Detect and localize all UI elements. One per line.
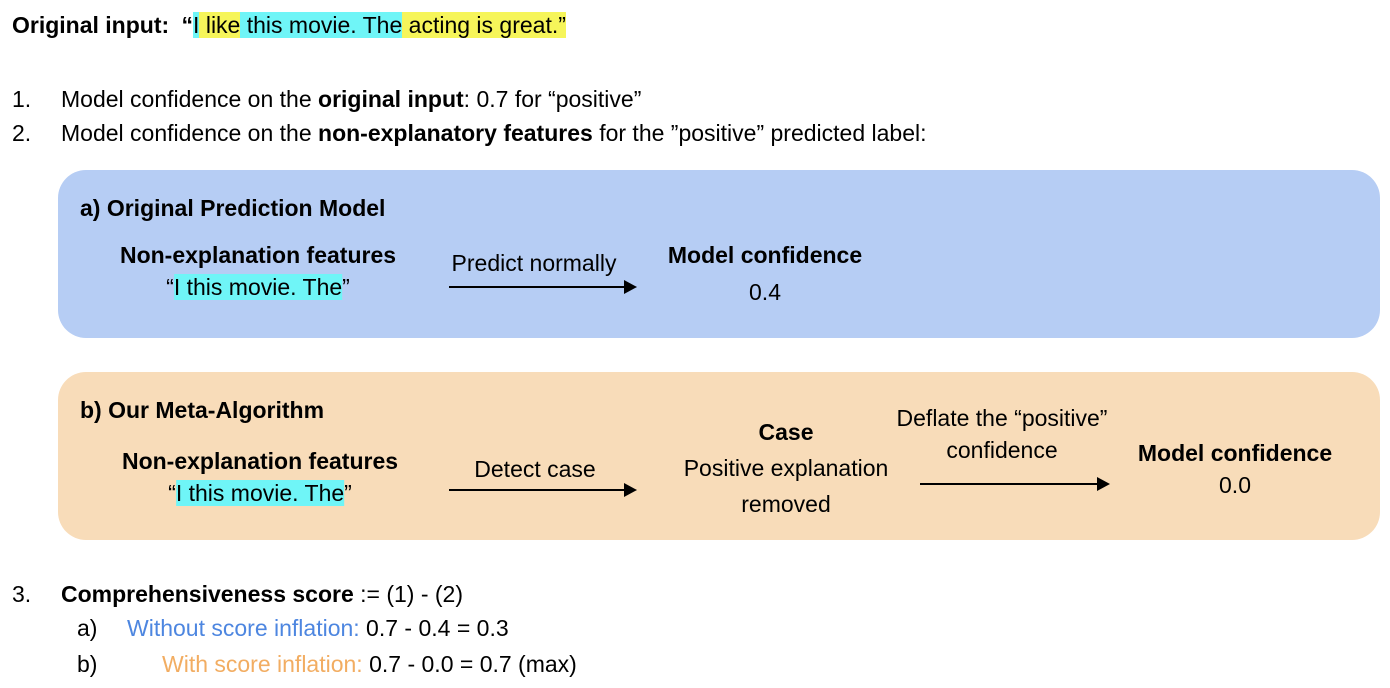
step-1-post: : 0.7 for “positive” xyxy=(463,86,642,112)
panel-b-title: b) Our Meta-Algorithm xyxy=(80,397,325,423)
step-2-text: Model confidence on the non-explanatory … xyxy=(61,120,926,147)
panel-a-features-text: “I this movie. The” xyxy=(166,274,350,301)
panel-a-arrow-label: Predict normally xyxy=(451,250,617,276)
panel-b-features-highlight: I this movie. The xyxy=(175,480,345,506)
panel-b-case-title: Case xyxy=(758,419,814,445)
step-2-bold: non-explanatory features xyxy=(318,120,593,146)
sub-a-text: Without score inflation: 0.7 - 0.4 = 0.3 xyxy=(127,615,509,642)
without-inflation-label: Without score inflation: xyxy=(127,615,360,641)
input-segment-1: I xyxy=(193,12,200,38)
step-3-post: := (1) - (2) xyxy=(353,581,464,607)
step-3-text: Comprehensiveness score := (1) - (2) xyxy=(61,581,463,608)
input-segment-2: like xyxy=(199,12,241,38)
panel-a-open-quote: “ xyxy=(166,274,174,300)
panel-a-confidence-title: Model confidence xyxy=(667,242,863,268)
meta-algorithm-panel xyxy=(58,372,1380,540)
open-quote: “ xyxy=(181,12,194,38)
step-3-bold: Comprehensiveness score xyxy=(61,581,354,607)
sub-b-label: b) xyxy=(77,651,98,677)
panel-b-confidence-value: 0.0 xyxy=(1219,472,1251,498)
with-inflation-value: 0.7 - 0.0 = 0.7 (max) xyxy=(362,651,577,677)
sub-a-label: a) xyxy=(77,615,98,641)
panel-b-close-quote: ” xyxy=(344,480,352,506)
original-prediction-model-panel xyxy=(58,170,1380,338)
panel-b-open-quote: “ xyxy=(168,480,176,506)
panel-b-case-line-2: removed xyxy=(741,491,831,517)
panel-b-arrow-1-label: Detect case xyxy=(474,456,596,482)
panel-a-arrow xyxy=(449,280,637,294)
panel-b-arrow-2 xyxy=(920,477,1110,491)
panel-a-confidence-value: 0.4 xyxy=(749,279,781,305)
panel-b-features-title: Non-explanation features xyxy=(121,448,399,474)
panel-b-case-line-1: Positive explanation xyxy=(683,455,889,481)
step-3-number: 3. xyxy=(12,581,32,607)
panel-a-features-highlight: I this movie. The xyxy=(173,274,343,300)
step-2-post: for the ”positive” predicted label: xyxy=(592,120,927,146)
panel-b-arrow-2-label-line-2: confidence xyxy=(946,437,1058,463)
panel-a-title: a) Original Prediction Model xyxy=(80,195,386,221)
with-inflation-label: With score inflation: xyxy=(162,651,363,677)
panel-a-close-quote: ” xyxy=(342,274,350,300)
sub-b-text: With score inflation: 0.7 - 0.0 = 0.7 (m… xyxy=(162,651,577,678)
panel-a-features-title: Non-explanation features xyxy=(119,242,397,268)
input-segment-3: this movie. The xyxy=(240,12,403,38)
panel-b-confidence-title: Model confidence xyxy=(1137,440,1333,466)
panel-b-arrow-2-label-line-1: Deflate the “positive” xyxy=(896,405,1108,431)
panel-b-features-text: “I this movie. The” xyxy=(168,480,352,507)
input-segment-4: acting is great.” xyxy=(402,12,566,38)
step-2-number: 2. xyxy=(12,120,32,146)
panel-b-arrow-1 xyxy=(449,483,637,497)
step-1-pre: Model confidence on the xyxy=(61,86,319,112)
original-input-label: Original input: xyxy=(12,12,170,38)
step-1-number: 1. xyxy=(12,86,32,112)
step-1-bold: original input xyxy=(318,86,464,112)
without-inflation-value: 0.7 - 0.4 = 0.3 xyxy=(359,615,509,641)
step-2-pre: Model confidence on the xyxy=(61,120,319,146)
step-1-text: Model confidence on the original input: … xyxy=(61,86,641,113)
original-input-line: Original input: “I like this movie. The … xyxy=(12,12,566,39)
